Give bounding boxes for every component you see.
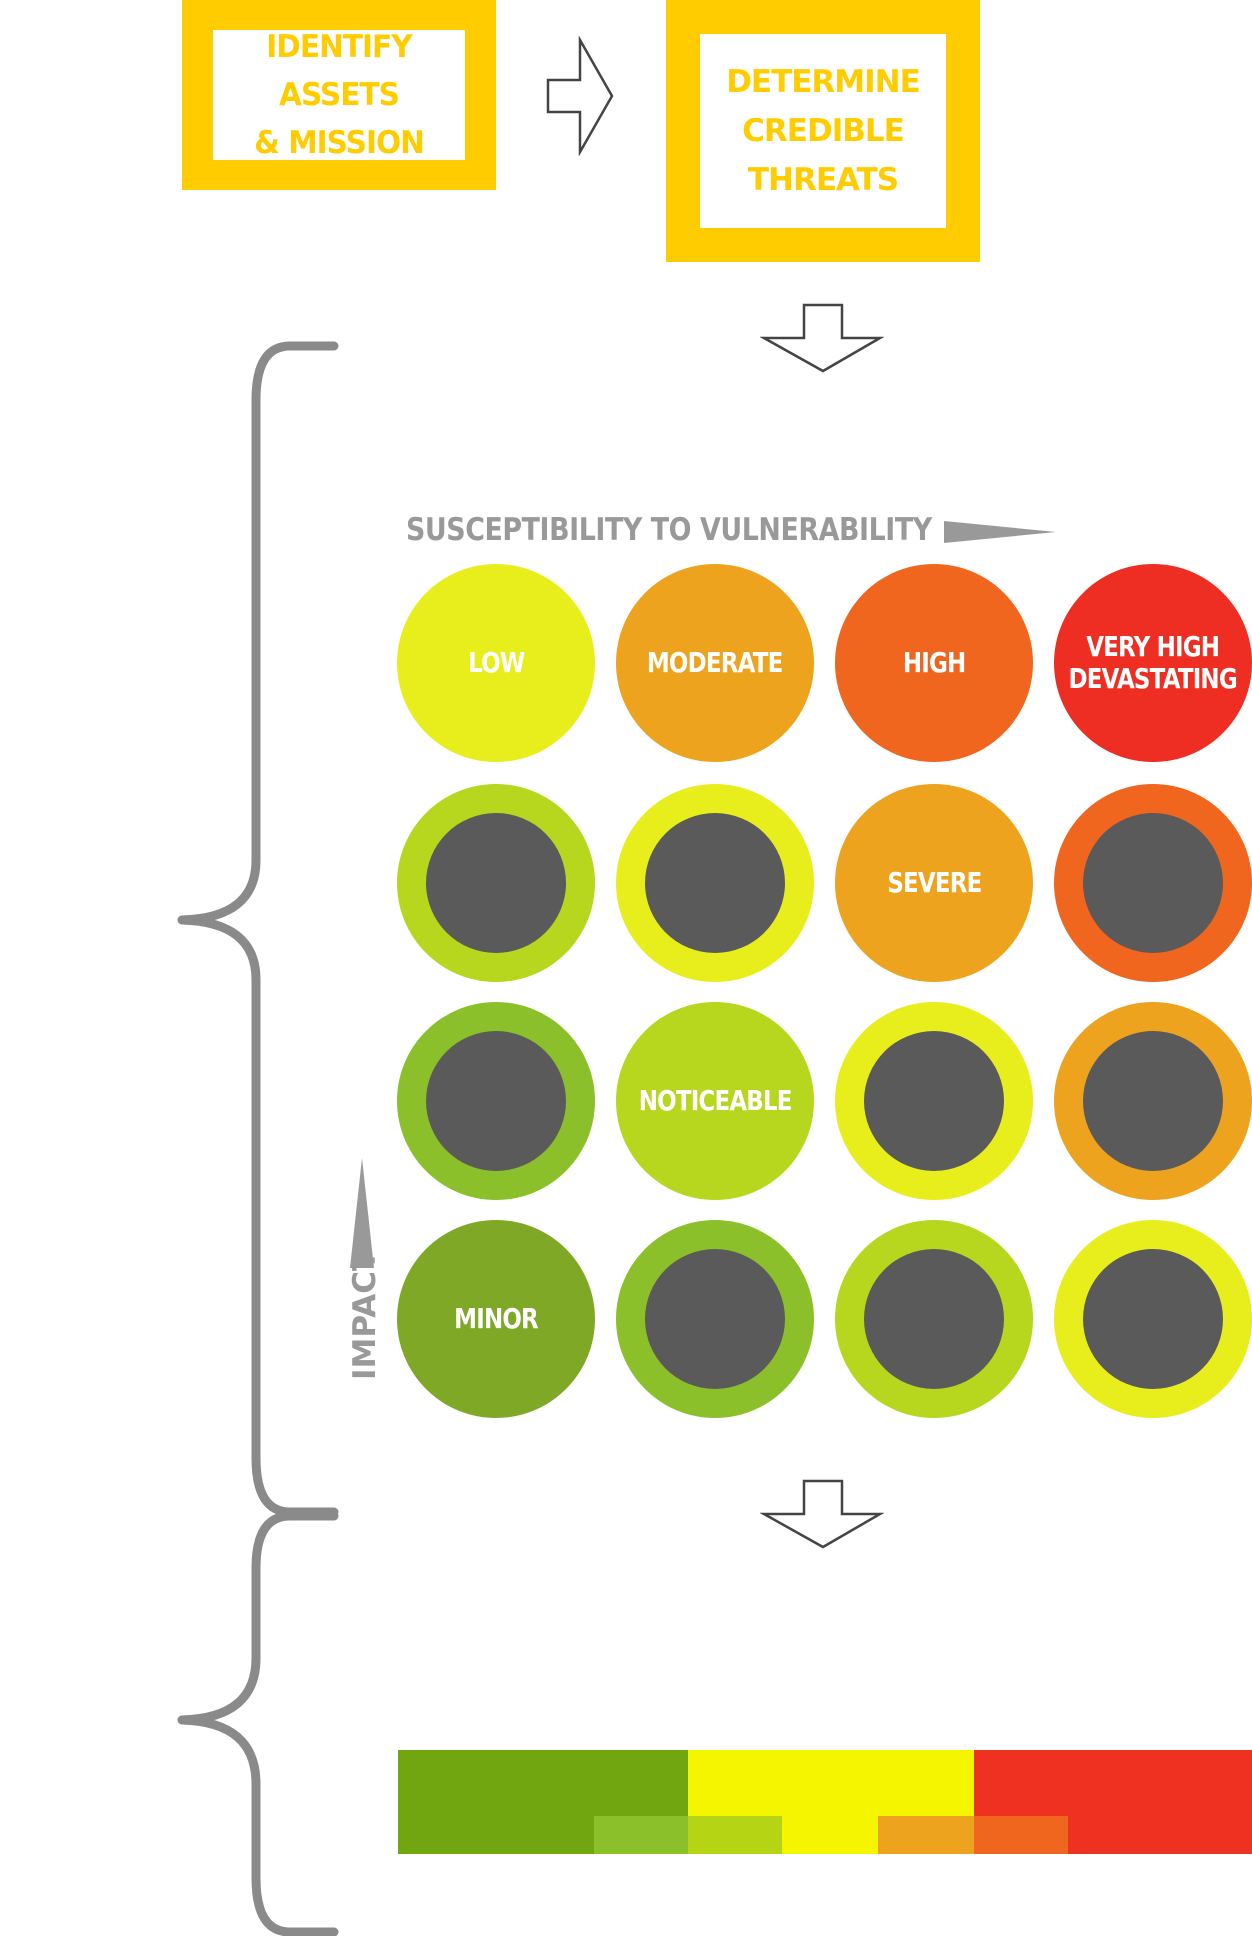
- matrix-cell-label: MODERATE: [647, 646, 783, 679]
- matrix-cell: [835, 1220, 1033, 1418]
- matrix-cell-dot: [645, 813, 785, 953]
- matrix-cell: MINOR: [397, 1220, 595, 1418]
- matrix-cell-label: HIGH: [902, 646, 966, 679]
- curly-brace-icon: [177, 341, 339, 1517]
- matrix-cell: [616, 784, 814, 982]
- matrix-cell: [1054, 1002, 1252, 1200]
- matrix-cell: [1054, 1220, 1252, 1418]
- scale-bar-segment: [974, 1816, 1068, 1854]
- matrix-cell-dot: [864, 1249, 1004, 1389]
- scale-bar-segment: [782, 1816, 878, 1854]
- matrix-cell: SEVERE: [835, 784, 1033, 982]
- risk-scale-bar: [398, 1750, 1252, 1854]
- arrow-down-icon: [760, 1479, 884, 1549]
- matrix-cell: [1054, 784, 1252, 982]
- step-identify-assets-box: IDENTIFY ASSETS & MISSION: [182, 0, 496, 190]
- arrow-down-icon: [760, 303, 884, 373]
- step-determine-threats-inner: DETERMINE CREDIBLE THREATS: [700, 34, 946, 228]
- matrix-cell-dot: [1083, 813, 1223, 953]
- matrix-cell-label: MINOR: [454, 1302, 539, 1335]
- step-identify-assets-label: IDENTIFY ASSETS & MISSION: [254, 29, 425, 161]
- scale-bar-segment: [878, 1816, 974, 1854]
- matrix-cell-label: VERY HIGH DEVASTATING: [1068, 630, 1238, 695]
- scale-bar-segment: [398, 1816, 594, 1854]
- y-axis-label: IMPACT: [347, 1249, 383, 1380]
- matrix-cell: [397, 784, 595, 982]
- matrix-cell-dot: [1083, 1249, 1223, 1389]
- matrix-cell-dot: [864, 1031, 1004, 1171]
- arrow-right-icon: [546, 36, 614, 156]
- matrix-cell: LOW: [397, 564, 595, 762]
- matrix-cell-label: NOTICEABLE: [638, 1084, 793, 1117]
- matrix-cell-label: LOW: [467, 646, 525, 679]
- scale-bar-segment: [688, 1816, 782, 1854]
- matrix-cell-dot: [645, 1249, 785, 1389]
- x-axis-label: SUSCEPTIBILITY TO VULNERABILITY: [406, 512, 932, 548]
- step-determine-threats-box: DETERMINE CREDIBLE THREATS: [666, 0, 980, 262]
- matrix-cell: [616, 1220, 814, 1418]
- step-identify-assets-inner: IDENTIFY ASSETS & MISSION: [213, 29, 465, 161]
- step-determine-threats-label: DETERMINE CREDIBLE THREATS: [726, 63, 921, 198]
- matrix-cell: MODERATE: [616, 564, 814, 762]
- curly-brace-icon: [177, 1511, 339, 1936]
- matrix-cell: NOTICEABLE: [616, 1002, 814, 1200]
- matrix-cell: HIGH: [835, 564, 1033, 762]
- matrix-cell: [397, 1002, 595, 1200]
- matrix-cell: VERY HIGH DEVASTATING: [1054, 564, 1252, 762]
- matrix-cell: [835, 1002, 1033, 1200]
- matrix-cell-dot: [426, 813, 566, 953]
- matrix-cell-dot: [1083, 1031, 1223, 1171]
- y-axis-arrow-icon: [350, 1158, 374, 1268]
- matrix-cell-label: SEVERE: [886, 866, 982, 899]
- scale-bar-segment: [594, 1816, 688, 1854]
- x-axis-arrow-icon: [944, 521, 1056, 543]
- matrix-cell-dot: [426, 1031, 566, 1171]
- scale-bar-segment: [1068, 1816, 1252, 1854]
